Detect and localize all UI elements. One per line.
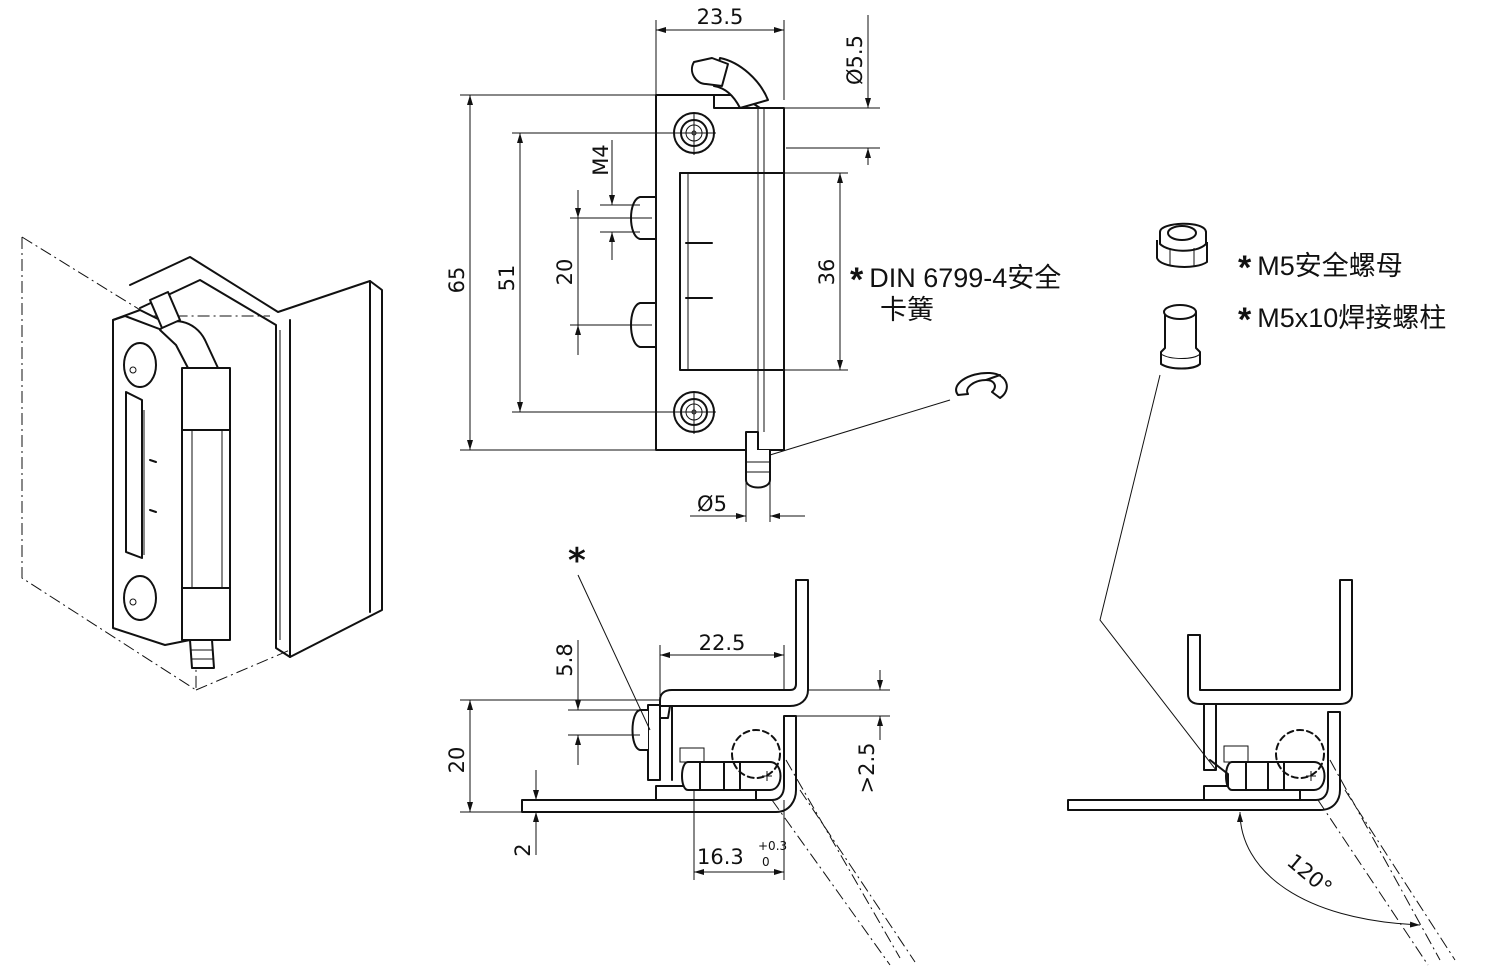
dim-top-width: 23.5 <box>697 5 744 29</box>
dim-section-height: 20 <box>445 747 469 774</box>
dim-stud-spacing: 20 <box>553 259 577 286</box>
dim-pin-offset-tol-lower: 0 <box>762 855 770 869</box>
section-view: * 22.5 5.8 20 2 >2.5 16.3 +0.3 0 <box>445 541 916 966</box>
dim-stud-height: 5.8 <box>553 643 577 676</box>
clip-label-line2: 卡簧 <box>880 295 934 325</box>
nut-star: * <box>1238 249 1252 287</box>
dim-pin-offset: 16.3 <box>697 845 744 869</box>
front-view: 23.5 Ø5.5 65 51 20 M4 36 <box>445 5 951 522</box>
dim-pin-offset-tol-upper: +0.3 <box>758 839 787 853</box>
dim-overall-height: 65 <box>445 267 469 294</box>
dim-pin-bottom-dia: Ø5 <box>697 492 727 516</box>
dim-sheet-thickness: 2 <box>511 843 535 856</box>
dim-section-width: 22.5 <box>699 631 746 655</box>
clip-star: * <box>850 261 864 299</box>
weld-stud-icon <box>1160 304 1201 370</box>
dim-pin-top-dia: Ø5.5 <box>843 35 867 85</box>
stud-callout: *M5x10焊接螺柱 <box>1238 302 1447 337</box>
circlip-icon <box>955 371 1008 399</box>
dim-offset: >2.5 <box>855 743 879 794</box>
nut-label: M5安全螺母 <box>1257 251 1403 281</box>
stud-star: * <box>1238 301 1252 339</box>
stud-label: M5x10焊接螺柱 <box>1257 303 1447 333</box>
section-star: * <box>568 541 586 581</box>
nut-callout: *M5安全螺母 <box>1238 250 1403 285</box>
dim-window-height: 36 <box>815 259 839 286</box>
clip-callout: *DIN 6799-4安全 <box>850 262 1062 297</box>
dim-thread: M4 <box>589 144 613 175</box>
welded-section-view: 120° <box>1067 374 1456 966</box>
dim-hole-spacing: 51 <box>495 265 519 292</box>
clip-label-line1: DIN 6799-4安全 <box>869 263 1062 293</box>
nut-icon <box>1156 222 1208 268</box>
isometric-view <box>21 236 383 691</box>
